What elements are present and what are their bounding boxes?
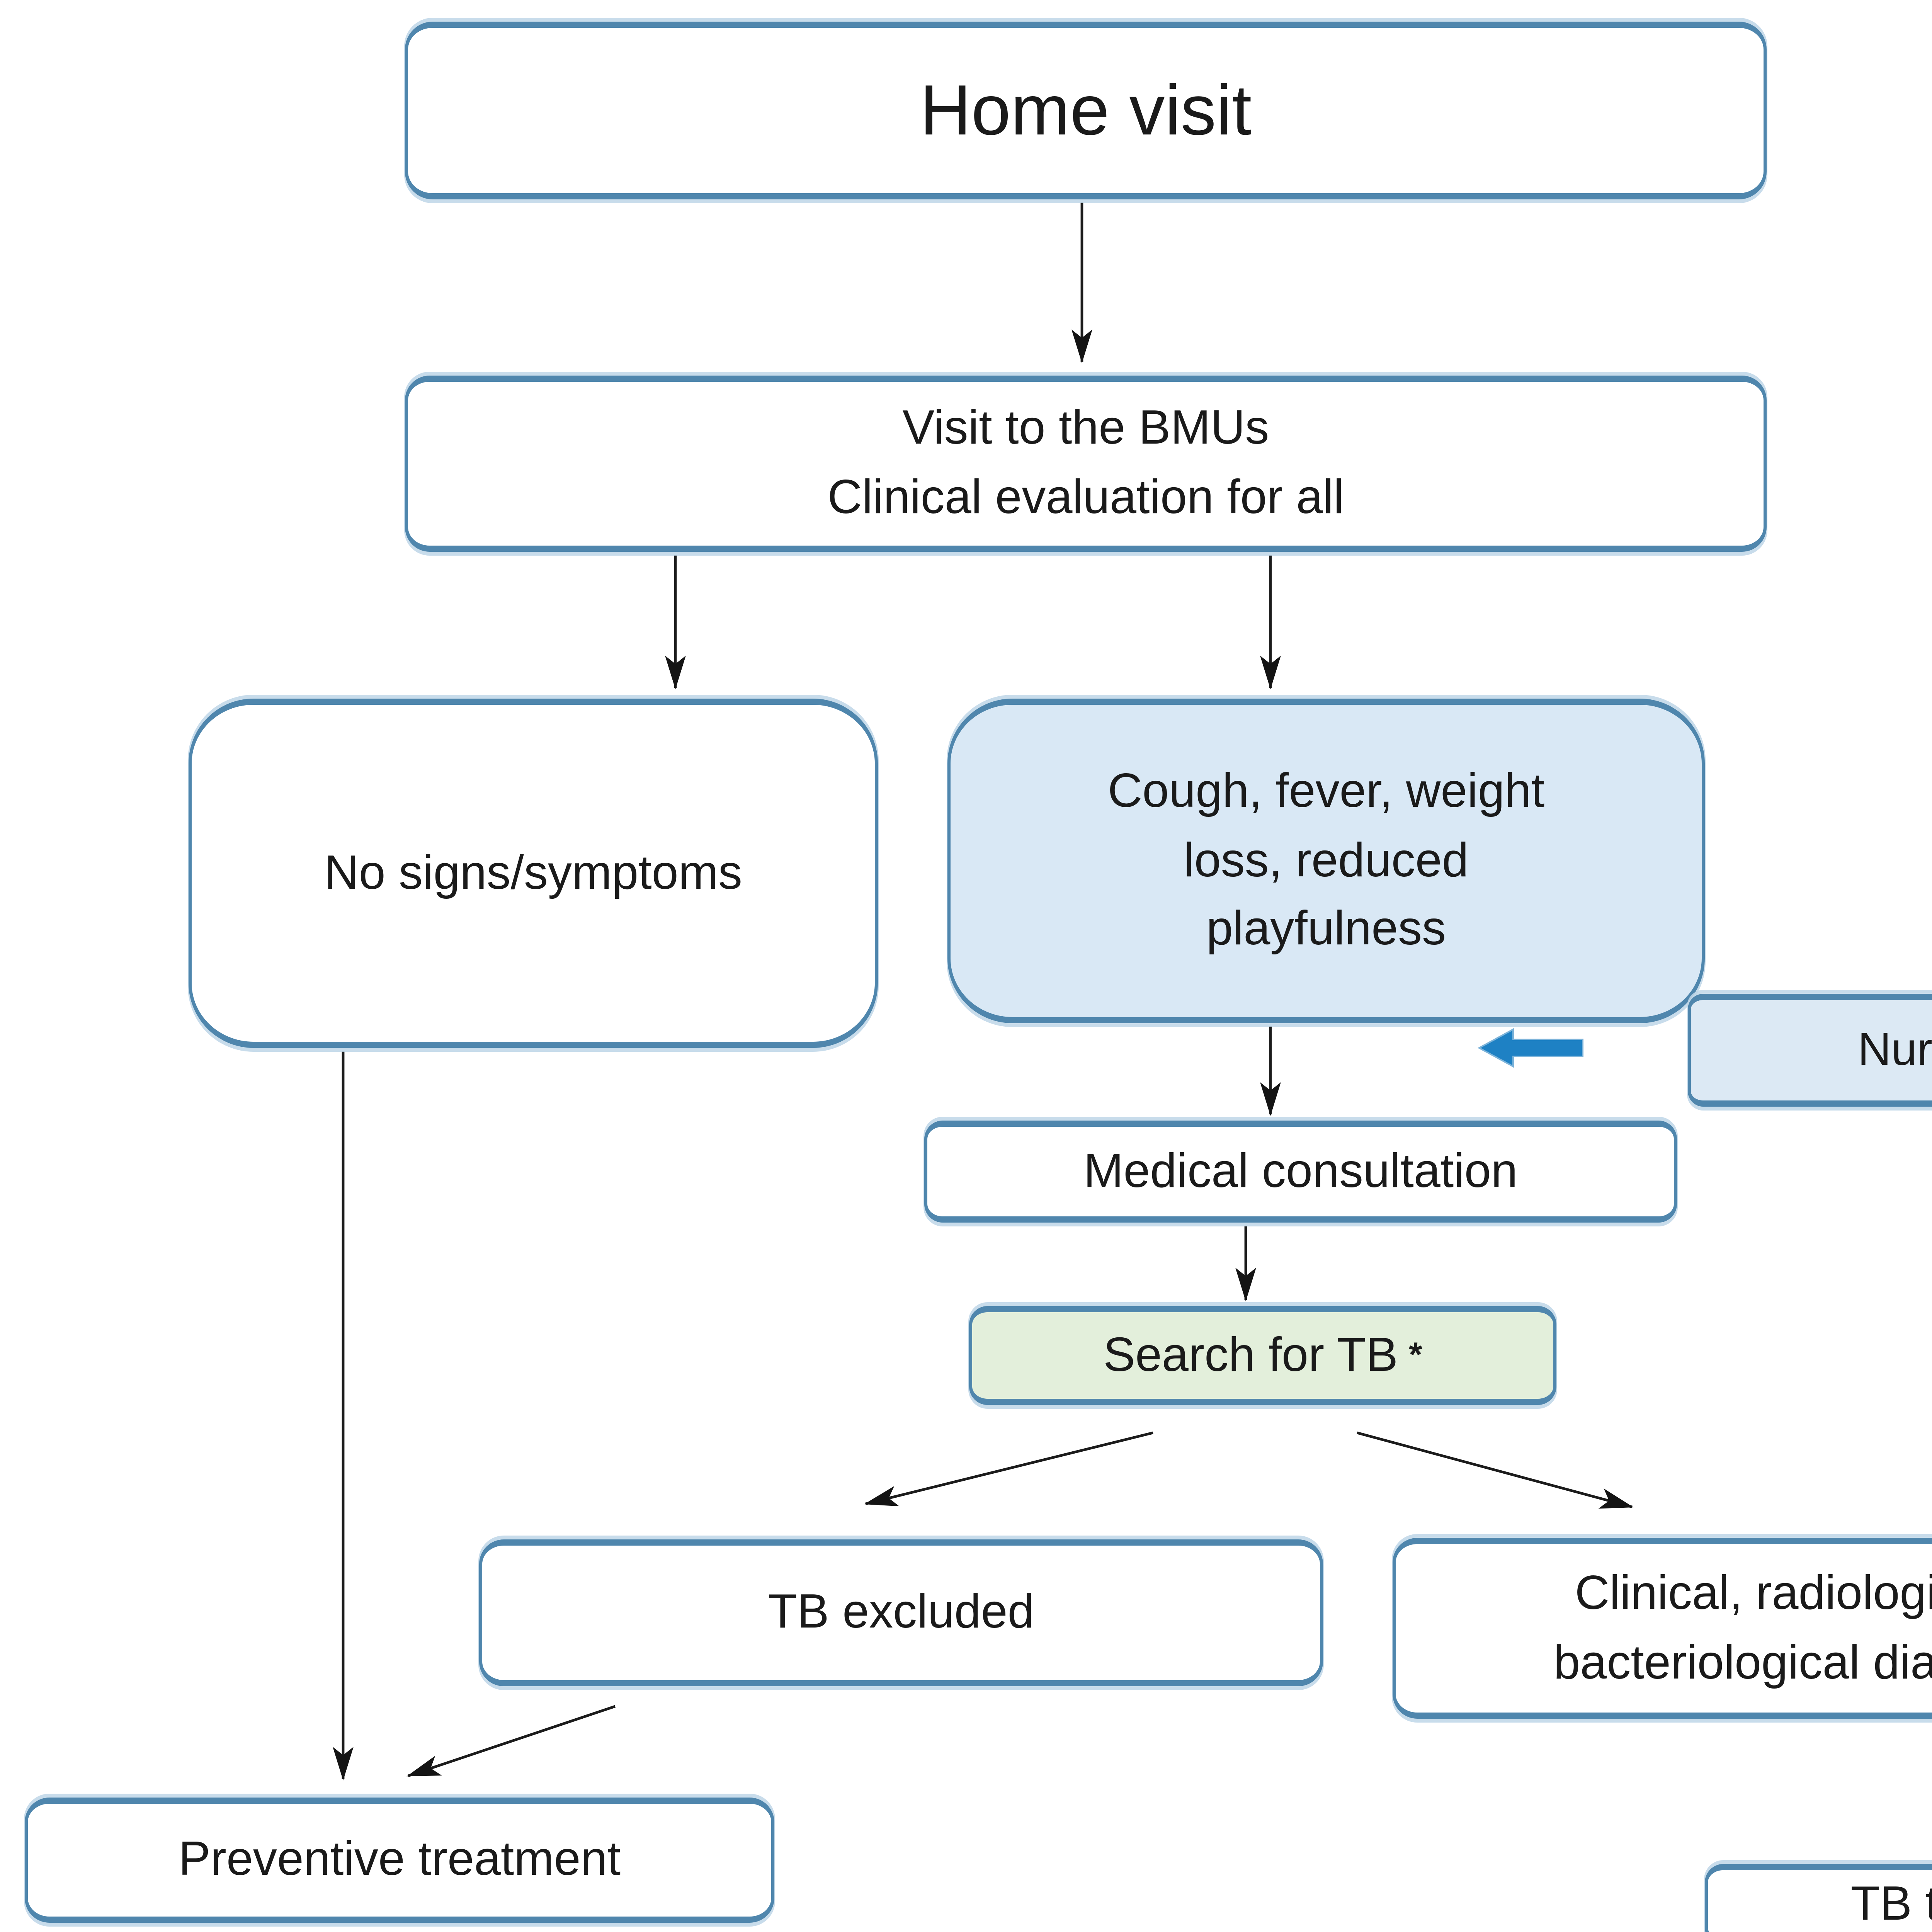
- node-no-signs-symptoms: No signs/symptoms: [189, 699, 878, 1048]
- nurse-decision-block-arrow-icon: [1477, 1028, 1583, 1068]
- node-label: Preventive treatment: [178, 1832, 621, 1886]
- node-medical-consultation: Medical consultation: [924, 1121, 1677, 1223]
- node-symptoms: Cough, fever, weight loss, reduced playf…: [947, 699, 1705, 1023]
- footnote-asterisk: *: [1409, 1335, 1422, 1374]
- node-label: TB treatment: [1850, 1876, 1932, 1931]
- node-label: Nurse's decision: [1857, 1024, 1932, 1075]
- edge-excluded-to-preventive: [406, 1705, 616, 1777]
- node-label: Search for TB: [1103, 1327, 1398, 1381]
- node-tb-excluded: TB excluded: [479, 1539, 1323, 1686]
- node-search-for-tb: Search for TB *: [969, 1306, 1556, 1405]
- node-label: Medical consultation: [1083, 1143, 1518, 1197]
- node-label: Cough, fever, weight loss, reduced playf…: [1107, 763, 1545, 956]
- node-label: Home visit: [920, 70, 1252, 150]
- node-preventive-treatment: Preventive treatment: [25, 1798, 774, 1923]
- node-home-visit: Home visit: [405, 22, 1767, 199]
- node-tb-treatment: TB treatment: [1705, 1864, 1932, 1932]
- node-bmu-visit: Visit to the BMUs Clinical evaluation fo…: [405, 376, 1767, 552]
- node-nurse-decision: Nurse's decision: [1688, 994, 1932, 1107]
- node-label: No signs/symptoms: [324, 845, 742, 899]
- node-diagnosis: Clinical, radiological or bacteriologica…: [1393, 1538, 1932, 1719]
- node-label: Clinical, radiological or bacteriologica…: [1553, 1565, 1932, 1689]
- edge-search-to-diagnosis: [1357, 1431, 1634, 1509]
- node-label: TB excluded: [768, 1584, 1034, 1639]
- edge-search-to-excluded: [864, 1431, 1153, 1507]
- node-label: Visit to the BMUs Clinical evaluation fo…: [827, 400, 1344, 524]
